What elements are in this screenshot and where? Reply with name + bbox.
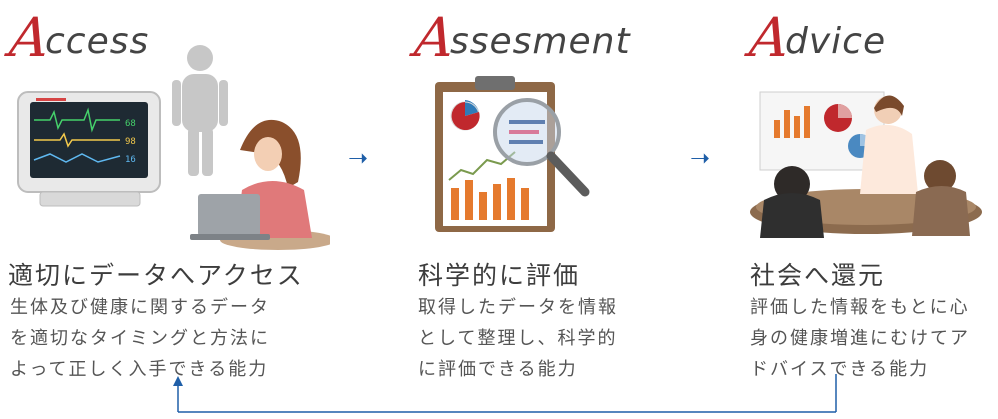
person-silhouette-icon xyxy=(172,45,228,176)
step-access-title: Access xyxy=(7,6,150,72)
monitor-icon: 68 98 16 xyxy=(17,91,161,207)
svg-text:16: 16 xyxy=(125,155,136,165)
title-initial: A xyxy=(411,6,458,69)
title-rest: dvice xyxy=(785,21,887,62)
step-access-heading: 適切にデータへアクセス xyxy=(8,261,304,290)
step-advice-description: 評価した情報をもとに心 身の健康増進にむけてア ドバイスできる能力 xyxy=(750,297,970,380)
meeting-presentation-icon xyxy=(750,91,982,238)
magnifier-icon xyxy=(493,98,590,197)
advice-illustration xyxy=(750,91,982,238)
access-illustration: 68 98 16 xyxy=(17,45,330,250)
step-assesment-title: Assesment xyxy=(411,6,631,72)
step-assesment-description: 取得したデータを情報 として整理し、科学的 に評価できる能力 xyxy=(418,297,618,380)
title-rest: ssesment xyxy=(450,21,631,62)
step-advice-heading: 社会へ還元 xyxy=(750,261,886,290)
woman-laptop-icon xyxy=(190,119,330,250)
step-assesment-heading: 科学的に評価 xyxy=(418,261,581,290)
step-advice-title: Advice xyxy=(746,6,887,72)
arrow-up-icon xyxy=(173,376,183,386)
assesment-illustration xyxy=(435,76,590,232)
title-initial: A xyxy=(746,6,793,69)
arrow-right-icon: ➝ xyxy=(690,144,711,172)
svg-text:98: 98 xyxy=(125,137,136,147)
feedback-loop-arrow xyxy=(173,374,837,413)
svg-text:68: 68 xyxy=(125,119,136,129)
arrow-right-icon: ➝ xyxy=(348,144,369,172)
title-rest: ccess xyxy=(45,21,150,62)
step-access-description: 生体及び健康に関するデータ を適切なタイミングと方法に よって正しく入手できる能… xyxy=(10,297,270,380)
